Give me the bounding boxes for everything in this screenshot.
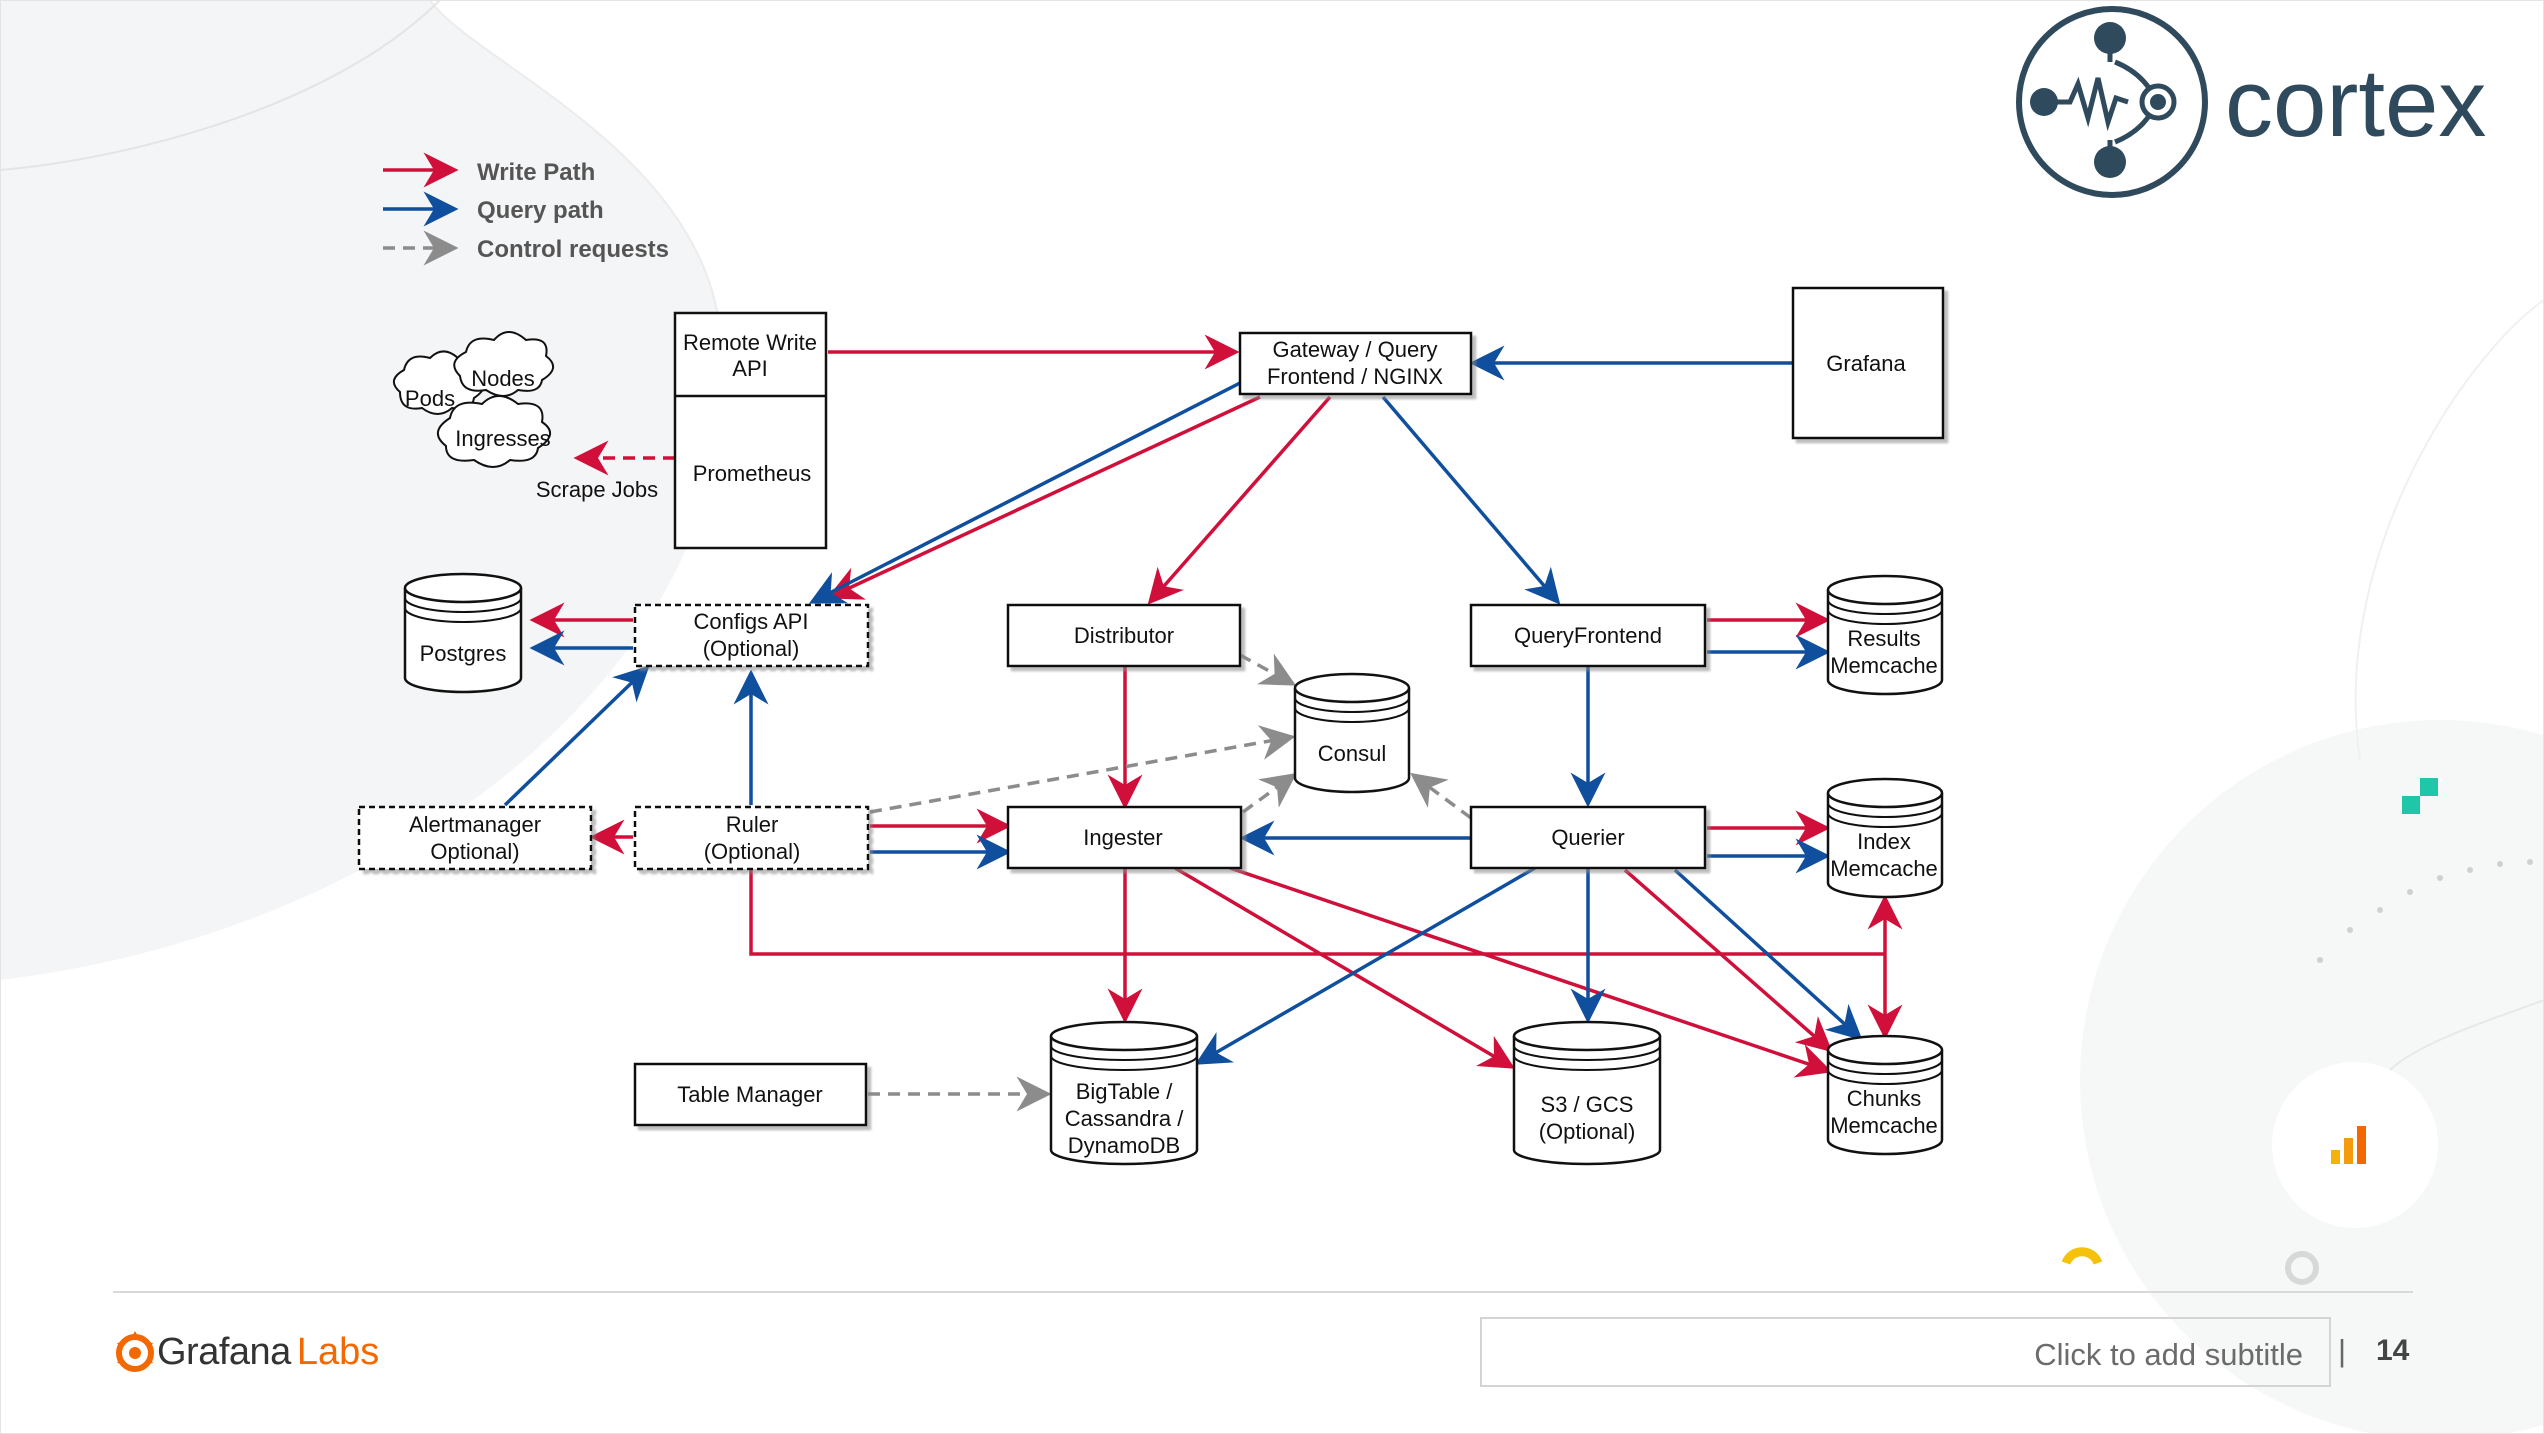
ruler-label-2: (Optional) xyxy=(704,839,801,864)
edge-ingester-chunks xyxy=(1229,866,1833,1078)
bigtable-label-2: Cassandra / xyxy=(1065,1106,1185,1131)
edge-gateway-configsapi-query xyxy=(808,380,1243,604)
edge-gateway-distributor xyxy=(1147,395,1332,605)
table-manager-label: Table Manager xyxy=(677,1082,823,1107)
grafana-label: Grafana xyxy=(1826,351,1906,376)
yellow-arc-icon xyxy=(2061,1247,2103,1265)
ingester-label: Ingester xyxy=(1083,825,1163,850)
scrape-jobs-label: Scrape Jobs xyxy=(536,477,658,502)
results-memcache-label-2: Memcache xyxy=(1830,653,1938,678)
consul-label: Consul xyxy=(1318,741,1386,766)
ingresses-cloud xyxy=(437,395,551,468)
results-memcache-node: Results Memcache xyxy=(1826,574,1944,696)
edge-gateway-configsapi-write xyxy=(826,395,1261,600)
bigtable-label-3: DynamoDB xyxy=(1068,1133,1180,1158)
query-frontend-label: QueryFrontend xyxy=(1514,623,1662,648)
legend: Write Path Query path Control requests xyxy=(383,152,669,266)
bigtable-node: BigTable / Cassandra / DynamoDB xyxy=(1049,1020,1199,1166)
distributor-label: Distributor xyxy=(1074,623,1174,648)
index-memcache-label-1: Index xyxy=(1857,829,1911,854)
edge-querier-chunks-write xyxy=(1623,868,1833,1053)
ingresses-label: Ingresses xyxy=(455,426,550,451)
edge-gateway-queryfrontend xyxy=(1381,395,1561,605)
s3-label-1: S3 / GCS xyxy=(1541,1092,1634,1117)
postgres-label: Postgres xyxy=(420,641,507,666)
chunks-memcache-label-2: Memcache xyxy=(1830,1113,1938,1138)
grafana-labs-logo: Grafana Labs xyxy=(113,1327,379,1377)
cortex-logo: cortex xyxy=(2016,6,2486,198)
configs-api-label-2: (Optional) xyxy=(703,636,800,661)
dotted-arc-decoration xyxy=(2317,859,2533,963)
remote-write-label-2: API xyxy=(732,356,767,381)
alertmanager-label-1: Alertmanager xyxy=(409,812,541,837)
querier-node: Querier xyxy=(1469,805,1707,870)
gateway-label-1: Gateway / Query xyxy=(1272,337,1437,362)
configs-api-node: Configs API (Optional) xyxy=(633,603,870,668)
edge-ingester-consul xyxy=(1241,772,1297,814)
configs-api-label-1: Configs API xyxy=(694,609,809,634)
ingester-node: Ingester xyxy=(1006,805,1243,870)
prometheus-label: Prometheus xyxy=(693,461,812,486)
results-memcache-label-1: Results xyxy=(1847,626,1920,651)
s3-label-2: (Optional) xyxy=(1539,1119,1636,1144)
ruler-label-1: Ruler xyxy=(726,812,779,837)
nodes-cloud xyxy=(453,331,554,397)
legend-write-path: Write Path xyxy=(477,159,595,186)
subtitle-placeholder-box[interactable]: Click to add subtitle xyxy=(1480,1317,2331,1387)
page-number: 14 xyxy=(2376,1334,2410,1367)
legend-control-requests: Control requests xyxy=(477,236,669,263)
ruler-node: Ruler (Optional) xyxy=(633,805,870,871)
postgres-node: Postgres xyxy=(403,572,523,694)
edge-querier-consul xyxy=(1410,772,1473,820)
nodes-label: Nodes xyxy=(471,366,535,391)
distributor-node: Distributor xyxy=(1006,603,1242,668)
s3-gcs-node: S3 / GCS (Optional) xyxy=(1512,1020,1662,1166)
remote-write-label-1: Remote Write xyxy=(683,330,817,355)
grafana-brand-text: Grafana xyxy=(157,1330,291,1373)
gateway-node: Gateway / Query Frontend / NGINX xyxy=(1238,331,1473,396)
prometheus-node: Remote Write API Prometheus xyxy=(673,311,828,550)
targets-clouds xyxy=(393,331,554,468)
grafana-node: Grafana xyxy=(1791,286,1945,440)
alertmanager-node: Alertmanager Optional) xyxy=(357,805,593,871)
edge-ingester-s3 xyxy=(1174,866,1516,1069)
grafana-chart-badge-icon xyxy=(2272,1062,2438,1228)
grafana-gear-icon xyxy=(116,1331,154,1372)
labs-brand-text: Labs xyxy=(296,1330,380,1373)
query-frontend-node: QueryFrontend xyxy=(1469,603,1707,668)
footer-divider xyxy=(113,1291,2413,1293)
edge-distributor-consul xyxy=(1239,653,1297,686)
edge-querier-bigtable xyxy=(1194,866,1536,1065)
chunks-memcache-node: Chunks Memcache xyxy=(1826,1034,1944,1156)
cortex-logo-text: cortex xyxy=(2225,50,2486,157)
edge-ruler-consul xyxy=(869,725,1296,814)
consul-node: Consul xyxy=(1293,672,1411,794)
index-memcache-label-2: Memcache xyxy=(1830,856,1938,881)
edges xyxy=(503,334,1903,1112)
legend-query-path: Query path xyxy=(477,197,604,224)
querier-label: Querier xyxy=(1551,825,1624,850)
edge-ruler-index-chunks xyxy=(749,868,1885,956)
edge-alertmanager-configsapi xyxy=(503,665,650,807)
chunks-memcache-label-1: Chunks xyxy=(1847,1086,1922,1111)
teal-pixel-icon xyxy=(2402,778,2442,814)
alertmanager-label-2: Optional) xyxy=(430,839,519,864)
edge-querier-chunks-query xyxy=(1673,868,1863,1041)
gateway-label-2: Frontend / NGINX xyxy=(1267,364,1443,389)
subtitle-placeholder-text: Click to add subtitle xyxy=(2034,1337,2303,1372)
bigtable-label-1: BigTable / xyxy=(1076,1079,1174,1104)
pods-label: Pods xyxy=(405,386,455,411)
ring-icon xyxy=(2285,1251,2319,1285)
footer-separator: | xyxy=(2338,1333,2347,1368)
table-manager-node: Table Manager xyxy=(633,1062,868,1127)
index-memcache-node: Index Memcache xyxy=(1826,777,1944,899)
